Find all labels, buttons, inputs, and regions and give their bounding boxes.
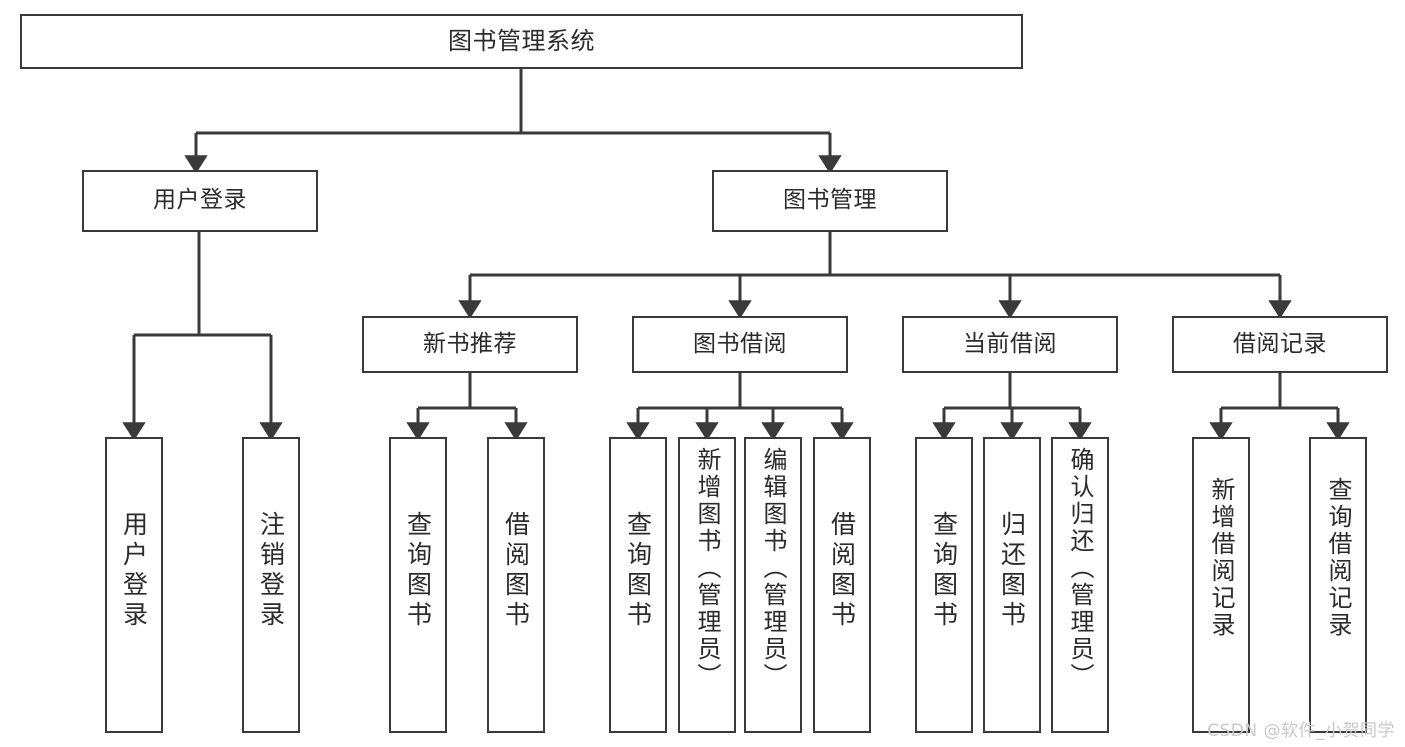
node-label: 注销登录 <box>256 511 286 631</box>
node-user-login[interactable]: 用户登录 <box>82 170 318 232</box>
node-label: 借阅图书 <box>827 511 857 631</box>
node-label: 查询图书 <box>403 511 433 631</box>
node-label: 查询图书 <box>929 511 959 631</box>
leaf-query-book-borrow[interactable]: 查询图书 <box>609 437 667 733</box>
node-label: 新书推荐 <box>423 330 517 357</box>
csdn-watermark: CSDN @软件_小贺同学 <box>1207 721 1395 741</box>
leaf-logout-login[interactable]: 注销登录 <box>242 437 300 733</box>
leaf-edit-book-admin[interactable]: 编辑图书（管理员） <box>744 437 802 733</box>
node-label: 查询借阅记录 <box>1324 477 1352 639</box>
leaf-return-book[interactable]: 归还图书 <box>983 437 1041 733</box>
leaf-borrow-book-borrow[interactable]: 借阅图书 <box>813 437 871 733</box>
node-label: 图书管理系统 <box>448 27 595 56</box>
leaf-query-book-current[interactable]: 查询图书 <box>915 437 973 733</box>
node-new-book-recommend[interactable]: 新书推荐 <box>362 316 578 373</box>
node-book-management[interactable]: 图书管理 <box>712 170 948 232</box>
node-label: 借阅记录 <box>1233 330 1327 357</box>
node-label: 编辑图书（管理员） <box>759 447 787 690</box>
leaf-borrow-book-recommend[interactable]: 借阅图书 <box>487 437 545 733</box>
leaf-add-book-admin[interactable]: 新增图书（管理员） <box>678 437 736 733</box>
node-label: 借阅图书 <box>501 511 531 631</box>
node-label: 新增借阅记录 <box>1207 477 1235 639</box>
node-label: 归还图书 <box>997 511 1027 631</box>
node-book-borrow[interactable]: 图书借阅 <box>632 316 848 373</box>
leaf-confirm-return-admin[interactable]: 确认归还（管理员） <box>1051 437 1109 733</box>
node-label: 图书借阅 <box>693 330 787 357</box>
node-label: 当前借阅 <box>963 330 1057 357</box>
node-label: 确认归还（管理员） <box>1066 447 1094 690</box>
node-label: 新增图书（管理员） <box>693 447 721 690</box>
leaf-add-borrow-record[interactable]: 新增借阅记录 <box>1192 437 1250 733</box>
leaf-user-login[interactable]: 用户登录 <box>105 437 163 733</box>
node-borrow-record[interactable]: 借阅记录 <box>1172 316 1388 373</box>
node-current-borrow[interactable]: 当前借阅 <box>902 316 1118 373</box>
node-label: 图书管理 <box>783 187 877 214</box>
node-label: 用户登录 <box>119 511 149 631</box>
node-label: 用户登录 <box>153 187 247 214</box>
leaf-query-borrow-record[interactable]: 查询借阅记录 <box>1309 437 1367 733</box>
node-label: 查询图书 <box>623 511 653 631</box>
node-root-book-management-system[interactable]: 图书管理系统 <box>20 14 1023 69</box>
leaf-query-book-recommend[interactable]: 查询图书 <box>389 437 447 733</box>
